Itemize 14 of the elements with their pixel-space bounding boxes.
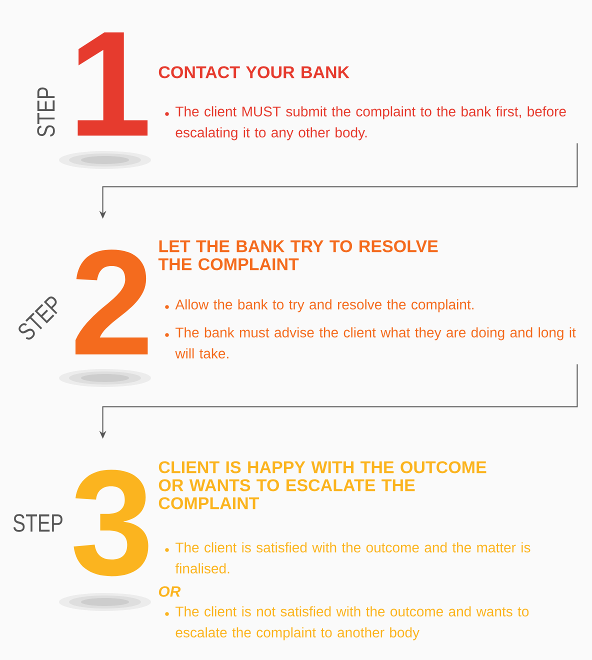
bullet-text: Allow the bank to try and resolve the complaint. xyxy=(175,299,474,312)
step-heading: CONTACT YOUR BANK xyxy=(158,66,350,78)
step-label: STEP xyxy=(37,88,55,137)
bullet-text: The client is satisfied with the outcome and the matter is finalised. xyxy=(175,542,530,574)
step-heading: CLIENT IS HAPPY WITH THE OUTCOME OR WANTS TO ESCALATE THE COMPLAINT xyxy=(158,461,486,510)
or-label: OR xyxy=(158,586,181,597)
step-label: STEP xyxy=(13,514,62,532)
step-number: 3 xyxy=(74,470,148,576)
step-number: 1 xyxy=(78,32,148,136)
bullet-text: The client is not satisfied with the outcome and wants to escalate the complaint to another body xyxy=(176,606,529,640)
bullet-text: The bank must advise the client what they are doing and long it will take. xyxy=(175,327,576,358)
bullet-text: The client MUST submit the complaint to the bank first, before escalating it to any other body. xyxy=(176,106,566,140)
step-heading: LET THE BANK TRY TO RESOLVE THE COMPLAINT xyxy=(158,240,438,270)
step-number: 2 xyxy=(76,250,148,354)
